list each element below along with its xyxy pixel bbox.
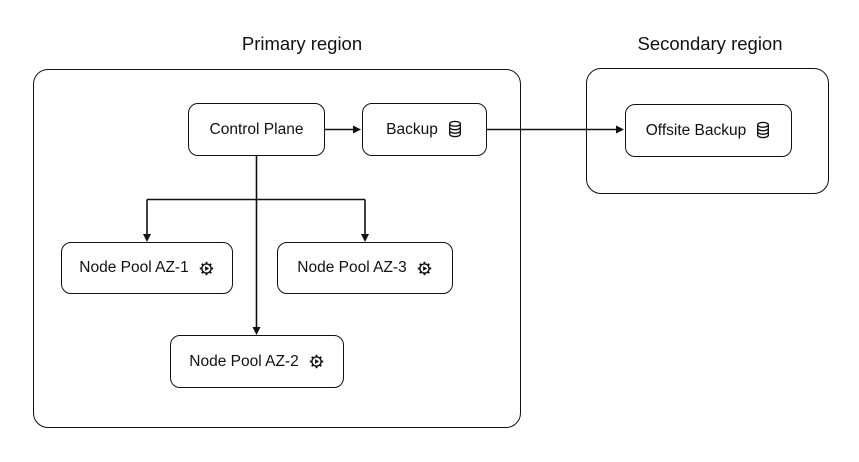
node-pool-az2-label: Node Pool AZ-2 [189, 352, 299, 370]
database-icon [755, 121, 771, 140]
secondary-region-title: Secondary region [637, 33, 783, 54]
database-icon [447, 120, 463, 139]
gear-icon [198, 260, 215, 277]
control-plane-label: Control Plane [209, 120, 304, 138]
node-pool-az1-label: Node Pool AZ-1 [79, 259, 189, 276]
edge-control-plane-to-node-pools [143, 156, 369, 335]
edge-backup-to-offsite-backup [487, 125, 624, 134]
node-pool-az1-node: Node Pool AZ-1 [61, 242, 233, 294]
node-pool-az2-node: Node Pool AZ-2 [170, 335, 344, 388]
gear-icon [416, 260, 433, 277]
edge-control-plane-to-backup [325, 125, 361, 134]
control-plane-node: Control Plane [188, 103, 325, 156]
offsite-backup-node: Offsite Backup [625, 104, 792, 157]
offsite-backup-label: Offsite Backup [645, 121, 747, 139]
secondary-region-container [586, 68, 829, 194]
gear-icon [308, 353, 325, 370]
backup-node: Backup [362, 103, 487, 156]
node-pool-az3-label: Node Pool AZ-3 [297, 259, 407, 276]
backup-label: Backup [386, 120, 438, 138]
node-pool-az3-node: Node Pool AZ-3 [277, 242, 453, 294]
primary-region-container [33, 69, 521, 428]
primary-region-title: Primary region [241, 33, 363, 54]
